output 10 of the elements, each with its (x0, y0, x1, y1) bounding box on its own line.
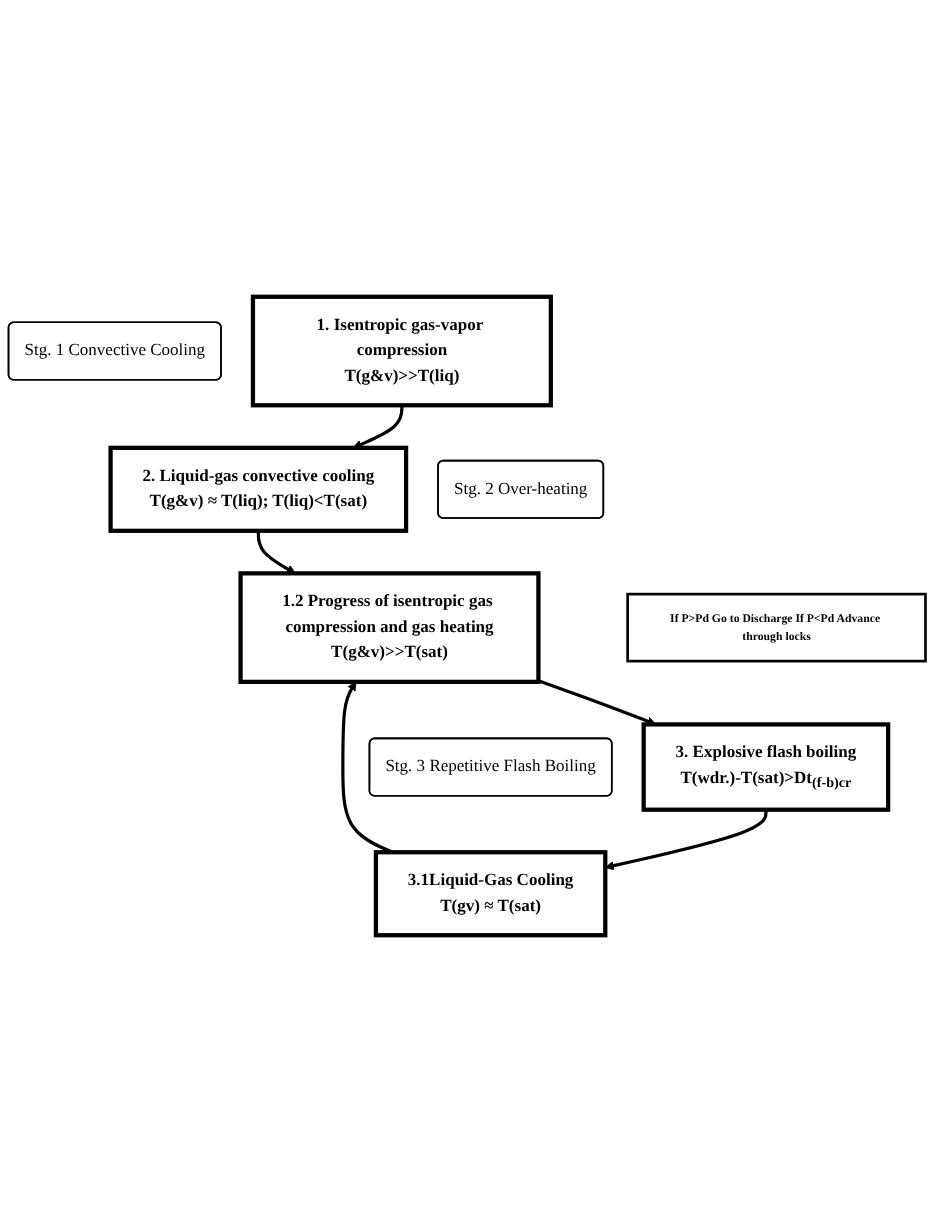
arrow (352, 405, 404, 449)
node-box: 3. Explosive flash boiling T(wdr.)-T(sat)>Dt$_{(f-b)cr}$ (641, 722, 891, 812)
arrow (341, 681, 394, 854)
arrow (537, 679, 657, 726)
node-box: 3.1Liquid-Gas Cooling T(gv) ≈ T(sat) (373, 850, 608, 938)
arrow (256, 530, 296, 574)
node-box: 2. Liquid-gas convective cooling T(g&v) ≈ T(liq); T(liq)<T(sat) (108, 445, 409, 533)
node-box: 1. Isentropic gas-vapor compression T(g&v)>>T(liq) (250, 294, 553, 408)
arrow (604, 809, 768, 871)
node-box: 1.2 Progress of isentropic gas compression and gas heating T(g&v)>>T(sat) (238, 571, 541, 684)
